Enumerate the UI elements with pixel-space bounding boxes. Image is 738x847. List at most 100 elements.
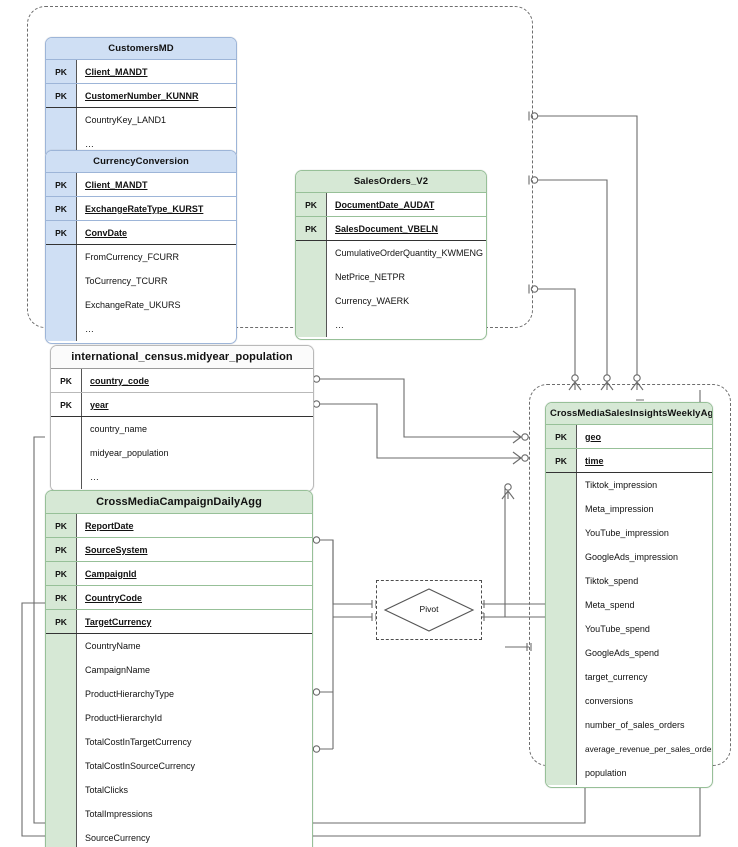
field-row[interactable]: country_name	[51, 417, 313, 441]
pk-row[interactable]: PK CountryCode	[46, 586, 312, 610]
field-name: ExchangeRateType_KURST	[76, 197, 236, 220]
entity-currencyconversion[interactable]: CurrencyConversion PK Client_MANDT PK Ex…	[45, 150, 237, 344]
field-row[interactable]: TotalCostInTargetCurrency	[46, 730, 312, 754]
field-list: Tiktok_impression Meta_impression YouTub…	[546, 473, 712, 787]
field-row[interactable]: Currency_WAERK	[296, 289, 486, 313]
field-row[interactable]: target_currency	[546, 665, 712, 689]
entity-title: CurrencyConversion	[46, 151, 236, 173]
field-name: ToCurrency_TCURR	[76, 269, 236, 293]
field-row[interactable]: …	[296, 313, 486, 337]
pk-spacer	[546, 689, 576, 713]
field-row[interactable]: CountryKey_LAND1	[46, 108, 236, 132]
entity-customersmd[interactable]: CustomersMD PK Client_MANDT PK CustomerN…	[45, 37, 237, 159]
pivot-diamond-icon	[383, 588, 475, 632]
field-row[interactable]: CountryName	[46, 634, 312, 658]
pk-row[interactable]: PK Client_MANDT	[46, 173, 236, 197]
pk-row[interactable]: PK ExchangeRateType_KURST	[46, 197, 236, 221]
pk-row[interactable]: PK Client_MANDT	[46, 60, 236, 84]
field-row[interactable]: population	[546, 761, 712, 785]
pk-spacer	[46, 730, 76, 754]
pk-spacer	[46, 754, 76, 778]
field-row[interactable]: Meta_spend	[546, 593, 712, 617]
field-row[interactable]: TotalClicks	[46, 778, 312, 802]
pk-row[interactable]: PK geo	[546, 425, 712, 449]
pk-spacer	[546, 569, 576, 593]
pk-spacer	[296, 265, 326, 289]
field-name: TotalCostInTargetCurrency	[76, 730, 312, 754]
pk-spacer	[46, 317, 76, 341]
field-row[interactable]: ProductHierarchyId	[46, 706, 312, 730]
field-row[interactable]: average_revenue_per_sales_order	[546, 737, 712, 761]
pk-row[interactable]: PK CustomerNumber_KUNNR	[46, 84, 236, 108]
pk-spacer	[546, 617, 576, 641]
pk-row[interactable]: PK SalesDocument_VBELN	[296, 217, 486, 241]
field-row[interactable]: TotalCostInSourceCurrency	[46, 754, 312, 778]
source-systems-group-box	[27, 6, 533, 328]
pk-row[interactable]: PK ConvDate	[46, 221, 236, 245]
field-row[interactable]: CumulativeOrderQuantity_KWMENG	[296, 241, 486, 265]
pivot-node-box: Pivot	[376, 580, 482, 640]
field-name: …	[76, 132, 236, 156]
field-row[interactable]: SourceCurrency	[46, 826, 312, 847]
pk-badge: PK	[546, 425, 576, 448]
pk-spacer	[46, 269, 76, 293]
field-row[interactable]: GoogleAds_spend	[546, 641, 712, 665]
field-row[interactable]: GoogleAds_impression	[546, 545, 712, 569]
field-name: SourceSystem	[76, 538, 312, 561]
pk-badge: PK	[46, 610, 76, 633]
entity-title: CrossMediaCampaignDailyAgg	[46, 491, 312, 514]
field-row[interactable]: YouTube_impression	[546, 521, 712, 545]
pk-row[interactable]: PK time	[546, 449, 712, 473]
field-name: average_revenue_per_sales_order	[576, 737, 712, 761]
field-name: ConvDate	[76, 221, 236, 244]
pk-row[interactable]: PK TargetCurrency	[46, 610, 312, 634]
field-row[interactable]: Tiktok_impression	[546, 473, 712, 497]
pk-spacer	[546, 665, 576, 689]
pk-row[interactable]: PK country_code	[51, 369, 313, 393]
pk-spacer	[296, 313, 326, 337]
pk-badge: PK	[46, 173, 76, 196]
pk-spacer	[51, 465, 81, 489]
field-row[interactable]: ToCurrency_TCURR	[46, 269, 236, 293]
pk-badge: PK	[46, 562, 76, 585]
field-row[interactable]: FromCurrency_FCURR	[46, 245, 236, 269]
field-row[interactable]: Tiktok_spend	[546, 569, 712, 593]
entity-crossmediasalesinsightsweeklyagg[interactable]: CrossMediaSalesInsightsWeeklyAgg PK geo …	[545, 402, 713, 788]
field-row[interactable]: ExchangeRate_UKURS	[46, 293, 236, 317]
field-name: CountryCode	[76, 586, 312, 609]
field-row[interactable]: CampaignName	[46, 658, 312, 682]
field-name: …	[76, 317, 236, 341]
field-row[interactable]: TotalImpressions	[46, 802, 312, 826]
field-name: CustomerNumber_KUNNR	[76, 84, 236, 107]
entity-salesorders-v2[interactable]: SalesOrders_V2 PK DocumentDate_AUDAT PK …	[295, 170, 487, 340]
field-name: CumulativeOrderQuantity_KWMENG	[326, 241, 486, 265]
field-row[interactable]: ProductHierarchyType	[46, 682, 312, 706]
pk-spacer	[46, 802, 76, 826]
pk-spacer	[46, 778, 76, 802]
pk-spacer	[46, 826, 76, 847]
entity-international-census-midyear-population[interactable]: international_census.midyear_population …	[50, 345, 314, 492]
field-name: SourceCurrency	[76, 826, 312, 847]
field-row[interactable]: …	[51, 465, 313, 489]
entity-title: CrossMediaSalesInsightsWeeklyAgg	[546, 403, 712, 425]
field-name: year	[81, 393, 313, 416]
pk-row[interactable]: PK ReportDate	[46, 514, 312, 538]
field-name: Tiktok_impression	[576, 473, 712, 497]
field-row[interactable]: conversions	[546, 689, 712, 713]
pk-row[interactable]: PK year	[51, 393, 313, 417]
pk-row[interactable]: PK DocumentDate_AUDAT	[296, 193, 486, 217]
field-name: CountryName	[76, 634, 312, 658]
field-row[interactable]: midyear_population	[51, 441, 313, 465]
pk-spacer	[546, 545, 576, 569]
field-name: country_name	[81, 417, 313, 441]
entity-crossmediacampaigndailyagg[interactable]: CrossMediaCampaignDailyAgg PK ReportDate…	[45, 490, 313, 847]
field-row[interactable]: number_of_sales_orders	[546, 713, 712, 737]
field-row[interactable]: Meta_impression	[546, 497, 712, 521]
pk-row[interactable]: PK CampaignId	[46, 562, 312, 586]
field-row[interactable]: YouTube_spend	[546, 617, 712, 641]
field-row[interactable]: …	[46, 317, 236, 341]
pk-row[interactable]: PK SourceSystem	[46, 538, 312, 562]
pk-spacer	[546, 713, 576, 737]
field-row[interactable]: NetPrice_NETPR	[296, 265, 486, 289]
field-name: GoogleAds_spend	[576, 641, 712, 665]
